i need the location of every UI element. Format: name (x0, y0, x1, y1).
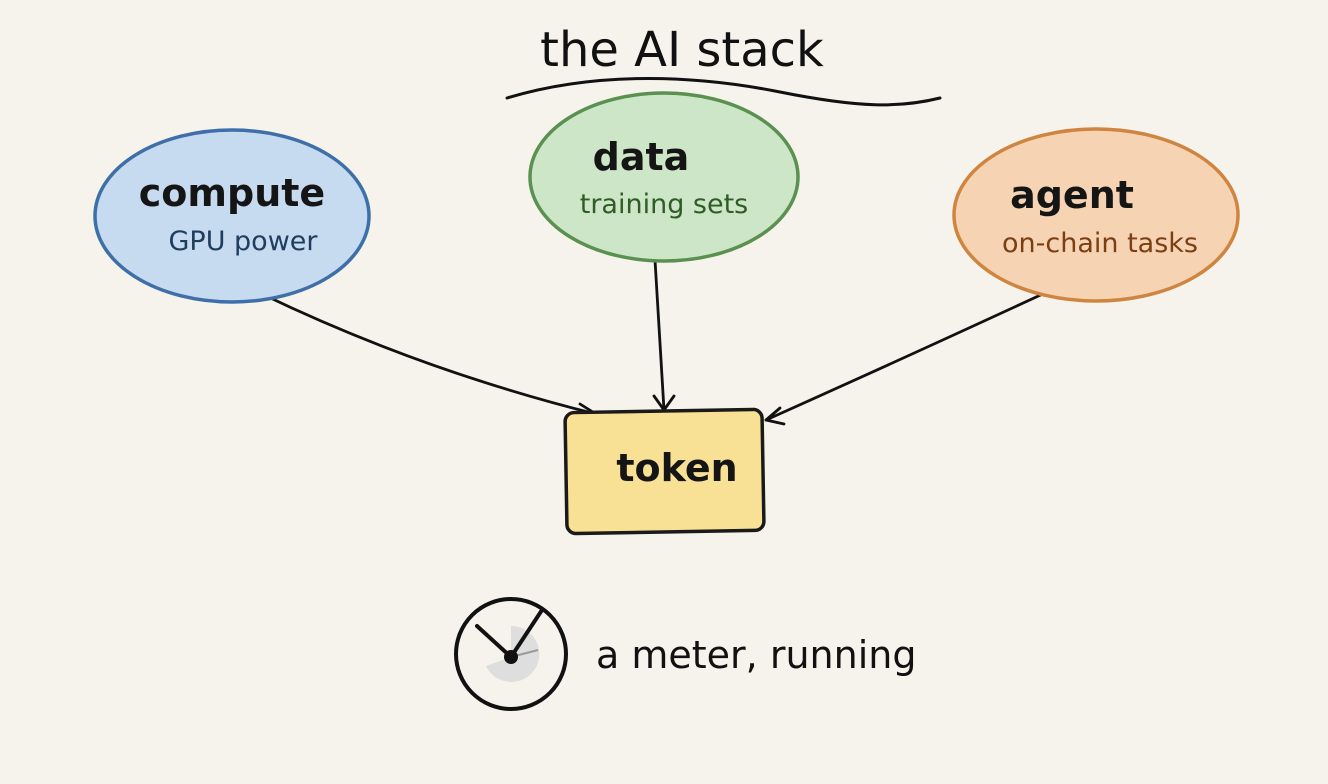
title-underline (505, 77, 942, 107)
node-data-sublabel: training sets (580, 189, 749, 220)
node-agent-label: agent (1010, 173, 1134, 217)
edge-agent-token (764, 290, 1049, 426)
node-agent: agent on-chain tasks (952, 127, 1240, 303)
page-title: the AI stack (540, 22, 824, 78)
node-data-shape (528, 91, 800, 263)
node-compute-label: compute (139, 171, 325, 215)
edge-data-token (652, 258, 676, 412)
node-agent-sublabel: on-chain tasks (1002, 228, 1198, 259)
node-compute-sublabel: GPU power (168, 226, 318, 257)
node-compute: compute GPU power (93, 128, 371, 304)
node-token-label: token (616, 446, 737, 490)
node-token-shape (563, 407, 766, 536)
node-data-label: data (593, 135, 690, 179)
node-data: data training sets (528, 91, 800, 263)
edge-compute-token (260, 292, 598, 422)
meter-icon (454, 597, 568, 711)
node-token: token (563, 407, 766, 536)
node-agent-shape (952, 127, 1240, 303)
meter-caption: a meter, running (596, 633, 916, 677)
node-compute-shape (93, 128, 371, 304)
